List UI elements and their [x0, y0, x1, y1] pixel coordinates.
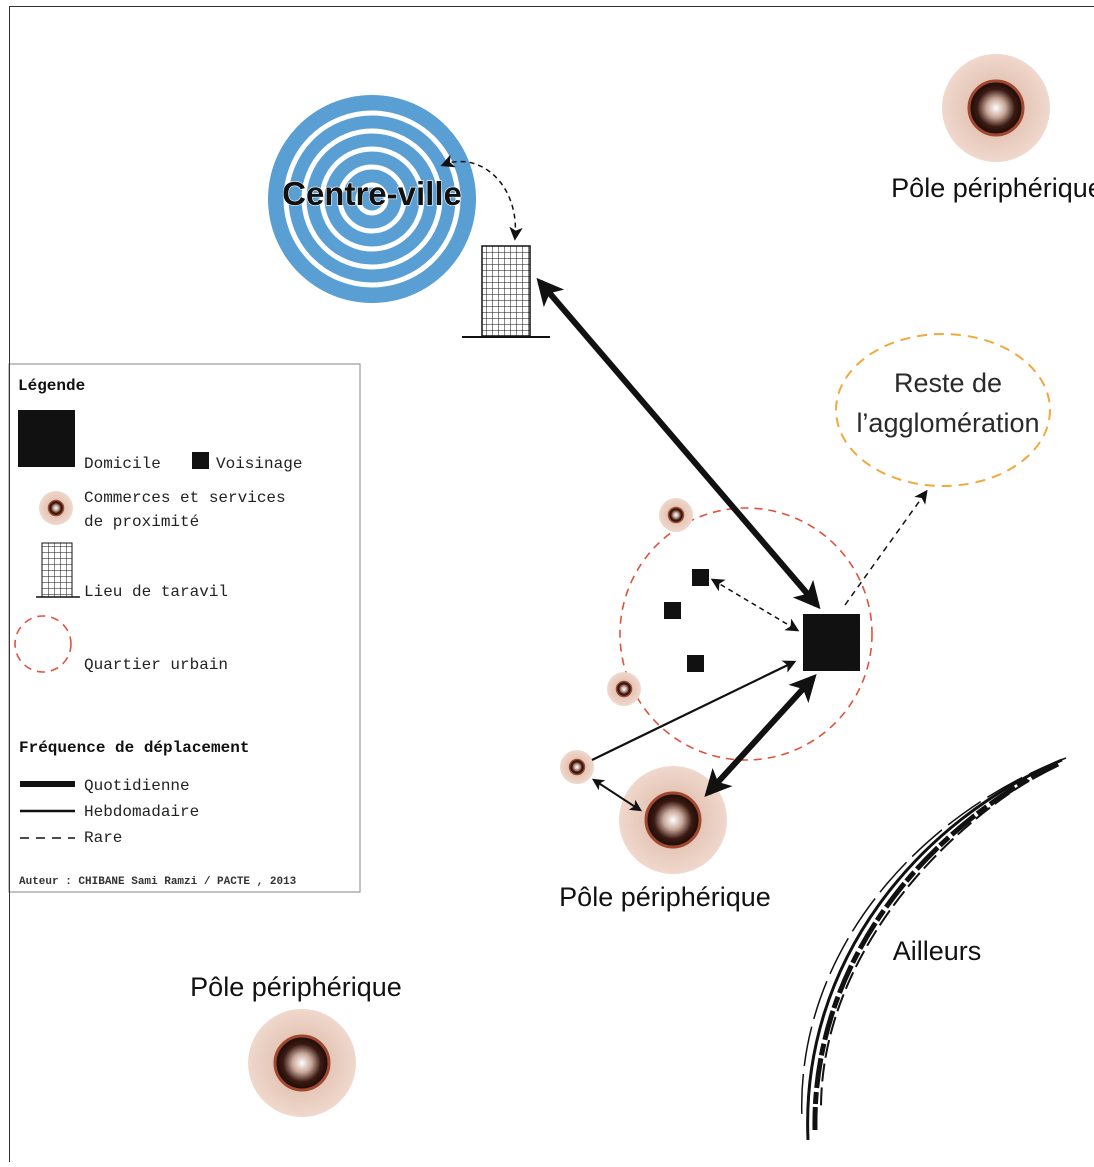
voisinage-square — [664, 602, 681, 619]
voisinage-square — [692, 569, 709, 586]
pole-peripherique-top-right-icon — [942, 54, 1050, 162]
centre-ville-symbol — [268, 95, 476, 303]
legend-workplace-label: Lieu de taravil — [84, 583, 228, 601]
legend-workplace-icon — [36, 542, 80, 598]
reste-agglomeration-outline — [835, 333, 1051, 487]
commerce-icon — [560, 750, 594, 784]
pole-center-label: Pôle périphérique — [559, 882, 771, 912]
pole-peripherique-bottom-left-icon — [248, 1009, 356, 1117]
legend-weekly-label: Hebdomadaire — [84, 803, 199, 821]
legend-domicile-label: Domicile — [84, 455, 161, 473]
legend-frequency-title: Fréquence de déplacement — [19, 739, 249, 757]
pole-bottom-left-label: Pôle périphérique — [190, 972, 402, 1002]
legend-domicile-swatch — [18, 410, 75, 467]
legend-commerces-line1: Commerces et services — [84, 489, 286, 507]
legend-voisinage-label: Voisinage — [216, 455, 302, 473]
reste-label-line2: l’agglomération — [856, 408, 1039, 438]
legend-quartier-swatch — [14, 615, 72, 673]
legend-commerce-icon — [39, 491, 73, 525]
ailleurs-label: Ailleurs — [893, 936, 982, 966]
workplace-building-icon — [462, 245, 550, 338]
commerce-icon — [659, 498, 693, 532]
daily-trip-domicile-pole — [704, 674, 817, 797]
daily-trip-domicile-workplace — [536, 277, 821, 610]
weekly-trip-commerce-pole — [591, 778, 643, 812]
legend-voisinage-swatch — [192, 452, 209, 469]
voisinage-square — [687, 655, 704, 672]
legend-rare-label: Rare — [84, 829, 122, 847]
weekly-trip-commerce-domicile — [591, 660, 797, 761]
legend-commerces-line2: de proximité — [84, 513, 199, 531]
legend-author: Auteur : CHIBANE Sami Ramzi / PACTE , 20… — [19, 876, 297, 888]
centre-ville-label: Centre-ville — [282, 175, 462, 212]
pole-top-right-label: Pôle périphérique — [891, 173, 1094, 203]
rare-trip-domicile-reste — [844, 489, 928, 606]
legend-daily-label: Quotidienne — [84, 777, 190, 795]
reste-label-line1: Reste de — [894, 368, 1002, 398]
legend-quartier-label: Quartier urbain — [84, 656, 228, 674]
domicile-square — [803, 614, 860, 671]
legend-box: Légende Domicile Voisinage Commerces et … — [8, 363, 361, 893]
rare-trip-voisinage-domicile — [710, 578, 800, 632]
rare-trip-centre-workplace — [440, 154, 523, 241]
pole-peripherique-center-icon — [619, 766, 727, 874]
commerce-icon — [607, 672, 641, 706]
legend-title: Légende — [18, 377, 85, 395]
ailleurs-arc — [801, 757, 1067, 1141]
